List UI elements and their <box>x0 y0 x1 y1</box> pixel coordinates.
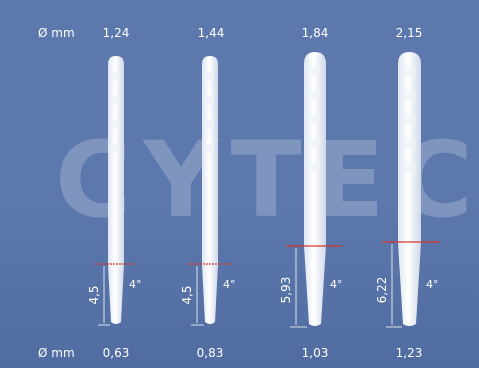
angle-label-1: 4° <box>129 278 142 291</box>
bottom-unit-label: Ø mm <box>38 346 75 360</box>
taper-length-2: 4,5 <box>180 285 194 305</box>
top-unit-label: Ø mm <box>38 26 75 40</box>
angle-label-2: 4° <box>223 278 236 291</box>
taper-length-4: 6,22 <box>375 276 389 304</box>
bottom-diameter-1: 0,63 <box>102 346 130 360</box>
angle-label-3: 4° <box>330 278 343 291</box>
top-diameter-2: 1,44 <box>197 26 225 40</box>
taper-length-3: 5,93 <box>279 276 293 304</box>
pin-2 <box>188 56 232 326</box>
pin-1 <box>95 56 135 326</box>
bottom-diameter-3: 1,03 <box>301 346 329 360</box>
top-diameter-row: Ø mm 1,24 1,44 1,84 2,15 <box>0 23 479 43</box>
top-diameter-1: 1,24 <box>102 26 130 40</box>
angle-label-4: 4° <box>426 278 439 291</box>
taper-length-1: 4,5 <box>87 285 101 305</box>
top-diameter-3: 1,84 <box>301 26 329 40</box>
pin-3 <box>286 52 342 328</box>
pin-4 <box>382 52 440 328</box>
bottom-diameter-2: 0,83 <box>196 346 224 360</box>
bottom-diameter-4: 1,23 <box>395 346 423 360</box>
bottom-diameter-row: Ø mm 0,63 0,83 1,03 1,23 <box>0 343 479 363</box>
top-diameter-4: 2,15 <box>395 26 423 40</box>
